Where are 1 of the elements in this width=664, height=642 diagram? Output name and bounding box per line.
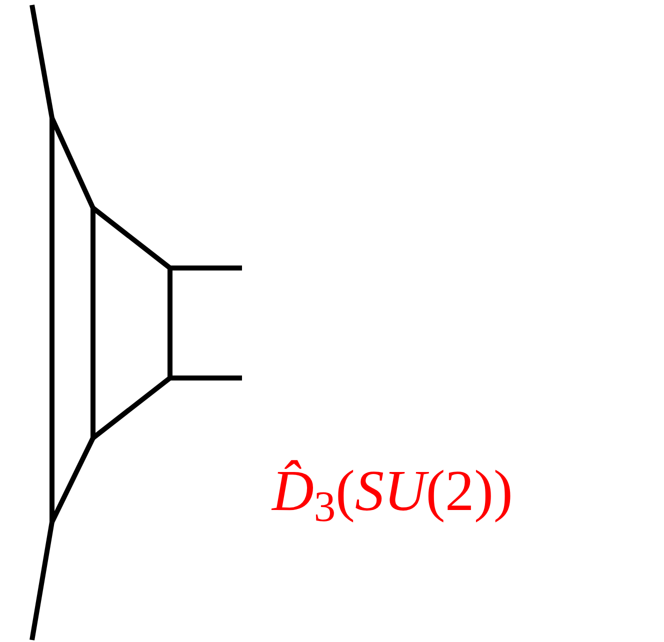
theory-label: D̂$_{3}$(SU(2)) (272, 462, 513, 520)
